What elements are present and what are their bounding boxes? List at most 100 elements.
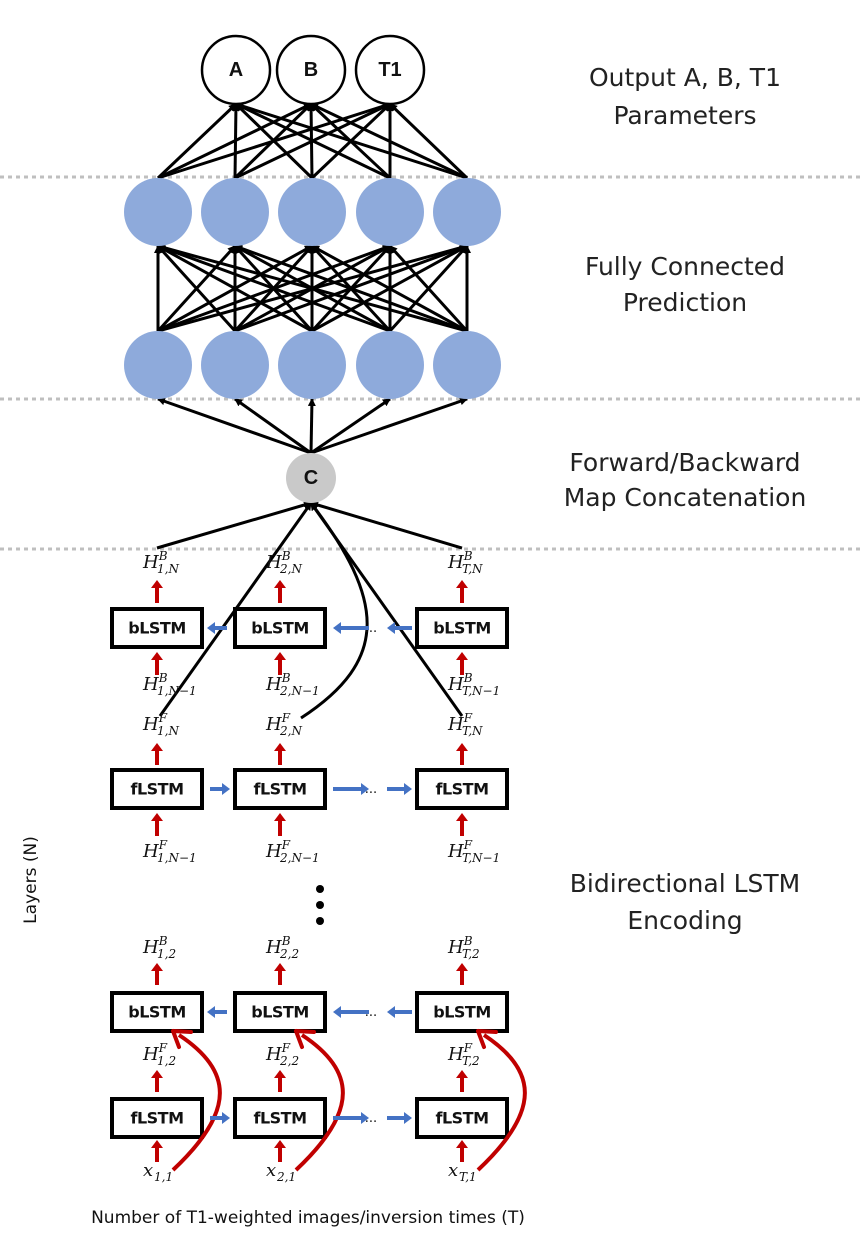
subscript: T,N	[462, 562, 483, 576]
connection-arrow	[311, 244, 468, 333]
blstm-cell	[415, 991, 509, 1033]
superscript: F	[158, 838, 168, 852]
ellipsis: ...	[365, 1005, 377, 1020]
connection-arrow	[388, 244, 469, 333]
blue-arrowhead	[361, 1112, 369, 1124]
superscript: F	[463, 711, 473, 725]
red-arrowhead	[151, 1070, 163, 1078]
subscript: 2,2	[279, 947, 299, 961]
superscript: F	[158, 1041, 168, 1055]
superscript: B	[463, 549, 473, 563]
skip-connection-arrow	[171, 1033, 222, 1172]
blue-arrowhead	[333, 1006, 341, 1018]
red-arrowhead	[274, 743, 286, 751]
output-node	[200, 34, 272, 106]
red-arrowhead	[151, 743, 163, 751]
fc-neuron	[433, 331, 501, 399]
section-label: Map Concatenation	[564, 483, 807, 512]
section-label: Encoding	[627, 906, 742, 935]
superscript: B	[158, 934, 168, 948]
superscript: B	[463, 934, 473, 948]
flstm-cell-label: fLSTM	[435, 1109, 488, 1128]
red-arrowhead	[456, 963, 468, 971]
connection-arrow	[235, 102, 468, 180]
blue-arrowhead	[387, 622, 395, 634]
red-arrowhead	[151, 813, 163, 821]
fc-neuron	[278, 331, 346, 399]
fc-neuron	[201, 178, 269, 246]
fc-neuron	[278, 178, 346, 246]
section-label: Fully Connected	[585, 252, 785, 281]
input-label: x2,1	[266, 1160, 296, 1184]
concat-node-label: C	[304, 467, 318, 489]
blue-arrowhead	[207, 622, 215, 634]
connection-arrow	[235, 102, 391, 180]
vertical-ellipsis-dot	[316, 917, 324, 925]
blue-arrowhead	[333, 622, 341, 634]
superscript: F	[281, 1041, 291, 1055]
vertical-ellipsis-dot	[316, 885, 324, 893]
superscript: B	[158, 671, 168, 685]
red-arrowhead	[456, 652, 468, 660]
red-arrowhead	[456, 580, 468, 588]
flstm-cell	[110, 768, 204, 810]
superscript: F	[281, 711, 291, 725]
fc-neuron	[124, 331, 192, 399]
skip-connection-arrow	[294, 1033, 345, 1172]
red-arrowhead	[151, 652, 163, 660]
connection-arrow	[157, 243, 468, 333]
red-arrowhead	[151, 963, 163, 971]
red-arrowhead	[274, 652, 286, 660]
flstm-cell-label: fLSTM	[253, 1109, 306, 1128]
fc-neuron	[433, 178, 501, 246]
subscript: 2,N	[279, 562, 302, 576]
ellipsis: ...	[365, 1111, 377, 1126]
red-arrowhead	[151, 580, 163, 588]
concat-node	[286, 453, 336, 503]
red-arrowhead	[274, 1140, 286, 1148]
connection-arrow	[310, 102, 468, 180]
connection-arrow	[157, 244, 313, 333]
ellipsis: ...	[365, 621, 377, 636]
subscript: T,2	[462, 947, 480, 961]
vertical-ellipsis-dot	[316, 901, 324, 909]
connection-arrow	[156, 102, 238, 180]
superscript: B	[158, 549, 168, 563]
flstm-cell-label: fLSTM	[435, 780, 488, 799]
blstm-cell	[233, 607, 327, 649]
fc-neuron	[201, 331, 269, 399]
superscript: B	[281, 671, 291, 685]
red-arrowhead	[456, 1140, 468, 1148]
flstm-cell-label: fLSTM	[130, 780, 183, 799]
superscript: B	[281, 549, 291, 563]
superscript: F	[158, 711, 168, 725]
output-node-label: A	[229, 59, 243, 81]
subscript: T,2	[462, 1054, 480, 1068]
blue-arrowhead	[222, 1112, 230, 1124]
connection-arrow	[310, 397, 468, 455]
subscript: 1,2	[157, 1054, 176, 1068]
connection-arrow	[157, 397, 312, 455]
time-axis-label: Number of T1-weighted images/inversion t…	[91, 1208, 525, 1228]
subscript: T,1	[459, 1170, 477, 1184]
blstm-cell	[415, 607, 509, 649]
blue-arrowhead	[222, 783, 230, 795]
red-arrowhead	[274, 580, 286, 588]
blstm-cell-label: bLSTM	[433, 1003, 491, 1022]
fc-neuron	[356, 331, 424, 399]
flstm-cell-label: fLSTM	[130, 1109, 183, 1128]
red-arrowhead	[151, 1140, 163, 1148]
subscript: 2,N−1	[279, 851, 320, 865]
output-node	[354, 34, 426, 106]
connection-arrow	[310, 397, 391, 455]
